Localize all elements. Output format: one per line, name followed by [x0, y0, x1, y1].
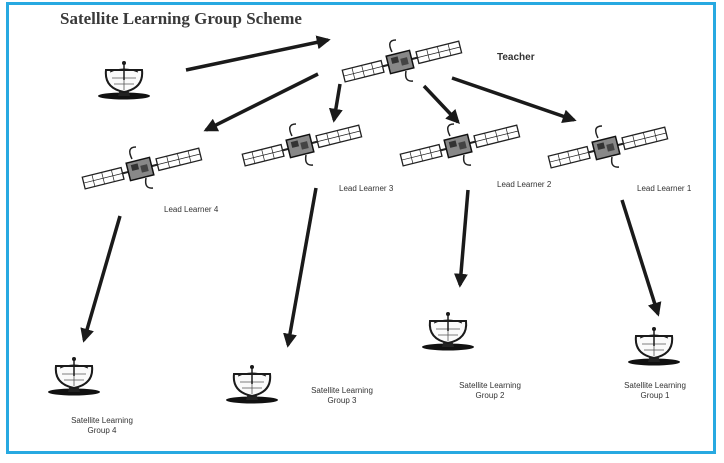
teacher-label: Teacher	[497, 52, 535, 63]
arrow-teacher-to-lead-1	[451, 76, 577, 123]
lead-learner-2-label: Lead Learner 2	[497, 180, 552, 189]
group-1-dish-icon	[627, 326, 681, 367]
lead-learner-4-satellite-icon	[80, 144, 204, 193]
group-4-dish-icon	[47, 356, 101, 397]
group-1-label-line-2: Group 1	[640, 391, 670, 400]
lead-learner-3-label: Lead Learner 3	[339, 184, 394, 193]
diagram-title: Satellite Learning Group Scheme	[60, 9, 302, 28]
group-2-label: Satellite Learning Group 2	[440, 381, 540, 401]
group-3-label: Satellite Learning Group 3	[292, 386, 392, 406]
arrow-lead-1-to-group-1	[620, 199, 662, 317]
group-1-label: Satellite Learning Group 1	[605, 381, 705, 401]
arrow-lead-3-to-group-3	[283, 187, 318, 348]
group-4-label-line-2: Group 4	[87, 426, 117, 435]
lead-learner-1-label: Lead Learner 1	[637, 184, 692, 193]
lead-learner-2-satellite-icon	[398, 121, 522, 170]
arrow-lead-2-to-group-2	[453, 189, 470, 288]
group-4-label: Satellite Learning Group 4	[52, 416, 152, 436]
arrows	[80, 35, 662, 348]
lead-learner-4-label: Lead Learner 4	[164, 205, 219, 214]
arrow-teacher-to-lead-4	[203, 72, 319, 132]
arrow-dish-to-teacher	[185, 35, 331, 72]
group-3-label-line-2: Group 3	[327, 396, 357, 405]
lead-learner-3-satellite-icon	[240, 121, 364, 170]
arrow-teacher-to-lead-3	[328, 83, 343, 123]
arrow-lead-4-to-group-4	[80, 215, 122, 343]
arrow-teacher-to-lead-2	[422, 84, 460, 125]
teacher-satellite-icon	[340, 37, 464, 86]
lead-learner-1-satellite-icon	[546, 123, 670, 172]
source-dish-icon	[97, 60, 151, 101]
group-2-label-line-1: Satellite Learning	[459, 381, 521, 390]
group-2-dish-icon	[421, 311, 475, 352]
group-1-label-line-1: Satellite Learning	[624, 381, 686, 390]
group-3-label-line-1: Satellite Learning	[311, 386, 373, 395]
group-2-label-line-2: Group 2	[475, 391, 505, 400]
group-3-dish-icon	[225, 364, 279, 405]
group-4-label-line-1: Satellite Learning	[71, 416, 133, 425]
